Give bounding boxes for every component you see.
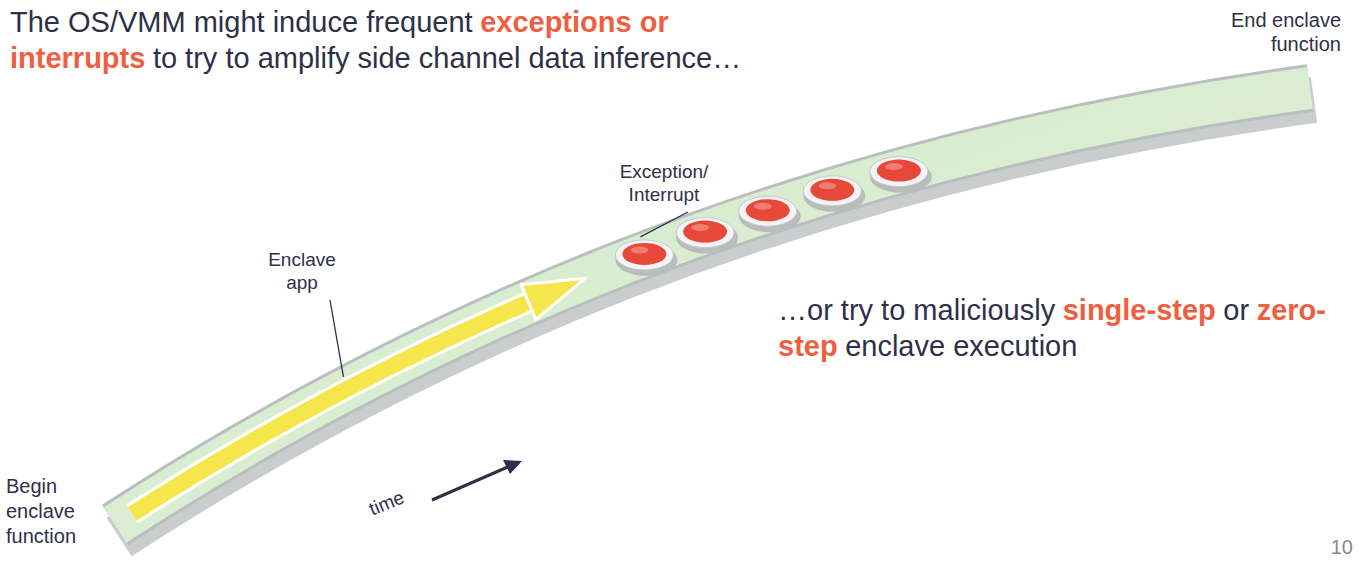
bar-side	[119, 100, 1314, 537]
button-rim	[676, 218, 734, 248]
leader-line	[330, 300, 343, 377]
interrupt-button	[877, 160, 921, 182]
highlight-text: single-step	[1063, 294, 1216, 326]
body-text: …or try to maliciously	[778, 294, 1055, 326]
text-block: …or try to maliciouslysingle-steporzero-…	[778, 292, 1358, 365]
end-label: End enclave function	[1201, 8, 1341, 56]
body-text: to try to amplify side channel data infe…	[153, 42, 741, 74]
interrupt-button	[622, 243, 666, 265]
button-rim	[803, 176, 861, 206]
time-label: time	[366, 487, 408, 521]
enclave-app-label: Enclave app	[256, 248, 348, 294]
button-rim	[615, 240, 673, 270]
body-text: enclave execution	[845, 330, 1077, 362]
time-arrow-head	[503, 460, 522, 474]
interrupt-button	[683, 221, 727, 243]
bar-top	[115, 88, 1310, 525]
page-number: 10	[1331, 536, 1353, 559]
button-rim	[739, 196, 797, 226]
button-shine	[630, 246, 648, 253]
button-shine	[818, 182, 836, 189]
body-text: or	[1223, 294, 1249, 326]
begin-label: Begin enclave function	[6, 474, 106, 549]
time-arrow	[432, 466, 510, 500]
button-rim	[870, 157, 928, 187]
button-shine	[691, 224, 709, 231]
button-shine	[754, 203, 772, 210]
body-text: The OS/VMM might induce frequent	[10, 6, 473, 38]
enclave-app-arrow	[132, 302, 528, 514]
leader-line	[640, 212, 688, 237]
interrupt-button	[810, 179, 854, 201]
interrupt-button	[746, 199, 790, 221]
text-block: The OS/VMM might induce frequentexceptio…	[10, 4, 800, 77]
arrow-rim	[132, 302, 528, 514]
bar-edge	[115, 88, 1310, 525]
exception-label: Exception/ Interrupt	[612, 160, 716, 206]
button-shine	[885, 163, 903, 170]
arrow-head	[521, 278, 585, 320]
